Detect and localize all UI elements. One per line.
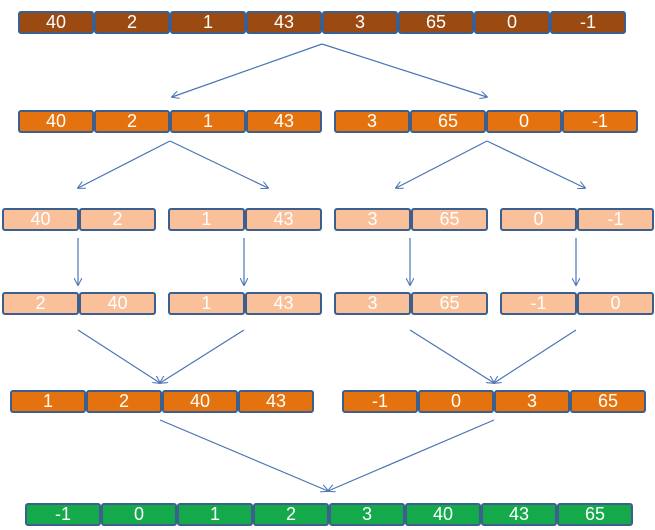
row-split-pair-4: 0-1 — [500, 208, 654, 231]
array-cell: 43 — [245, 292, 322, 315]
arrow — [486, 140, 585, 188]
array-cell: 40 — [162, 390, 238, 413]
array-cell: -1 — [562, 110, 638, 133]
array-cell: 0 — [418, 390, 494, 413]
array-cell: 3 — [334, 110, 410, 133]
array-cell: 2 — [94, 11, 170, 34]
array-cell: 65 — [411, 208, 488, 231]
array-cell: 2 — [2, 292, 79, 315]
arrow — [172, 43, 323, 97]
array-cell: 40 — [18, 110, 94, 133]
array-cell: 40 — [405, 503, 481, 526]
arrow — [77, 329, 160, 383]
array-cell: 2 — [253, 503, 329, 526]
array-cell: 2 — [79, 208, 156, 231]
array-cell: 1 — [170, 11, 246, 34]
array-cell: 3 — [334, 292, 411, 315]
array-cell: 43 — [481, 503, 557, 526]
array-cell: 3 — [322, 11, 398, 34]
array-cell: 0 — [500, 208, 577, 231]
arrow — [321, 43, 487, 97]
array-cell: 65 — [410, 110, 486, 133]
arrow — [78, 140, 171, 188]
array-cell: 40 — [2, 208, 79, 231]
array-cell: 43 — [246, 110, 322, 133]
arrow — [169, 140, 268, 188]
array-cell: 1 — [10, 390, 86, 413]
array-cell: 3 — [334, 208, 411, 231]
array-cell: 2 — [86, 390, 162, 413]
arrow — [409, 329, 494, 383]
array-cell: 40 — [18, 11, 94, 34]
array-cell: -1 — [500, 292, 577, 315]
array-cell: 1 — [177, 503, 253, 526]
array-cell: 43 — [238, 390, 314, 413]
array-cell: 2 — [94, 110, 170, 133]
arrow — [396, 140, 488, 188]
array-cell: 3 — [329, 503, 405, 526]
array-cell: 65 — [570, 390, 646, 413]
arrow — [159, 419, 328, 491]
array-cell: -1 — [577, 208, 654, 231]
array-cell: -1 — [342, 390, 418, 413]
array-cell: 0 — [101, 503, 177, 526]
array-cell: 43 — [246, 11, 322, 34]
array-cell: -1 — [550, 11, 626, 34]
array-cell: 0 — [486, 110, 562, 133]
array-cell: 65 — [398, 11, 474, 34]
arrow — [328, 419, 495, 491]
array-cell: 1 — [168, 208, 245, 231]
arrow — [160, 329, 245, 383]
array-cell: 43 — [245, 208, 322, 231]
arrow — [494, 329, 577, 383]
array-cell: 40 — [79, 292, 156, 315]
array-cell: 65 — [557, 503, 633, 526]
array-cell: 1 — [168, 292, 245, 315]
array-cell: 0 — [577, 292, 654, 315]
array-cell: 0 — [474, 11, 550, 34]
array-cell: 65 — [411, 292, 488, 315]
array-cell: 1 — [170, 110, 246, 133]
array-cell: 3 — [494, 390, 570, 413]
array-cell: -1 — [25, 503, 101, 526]
